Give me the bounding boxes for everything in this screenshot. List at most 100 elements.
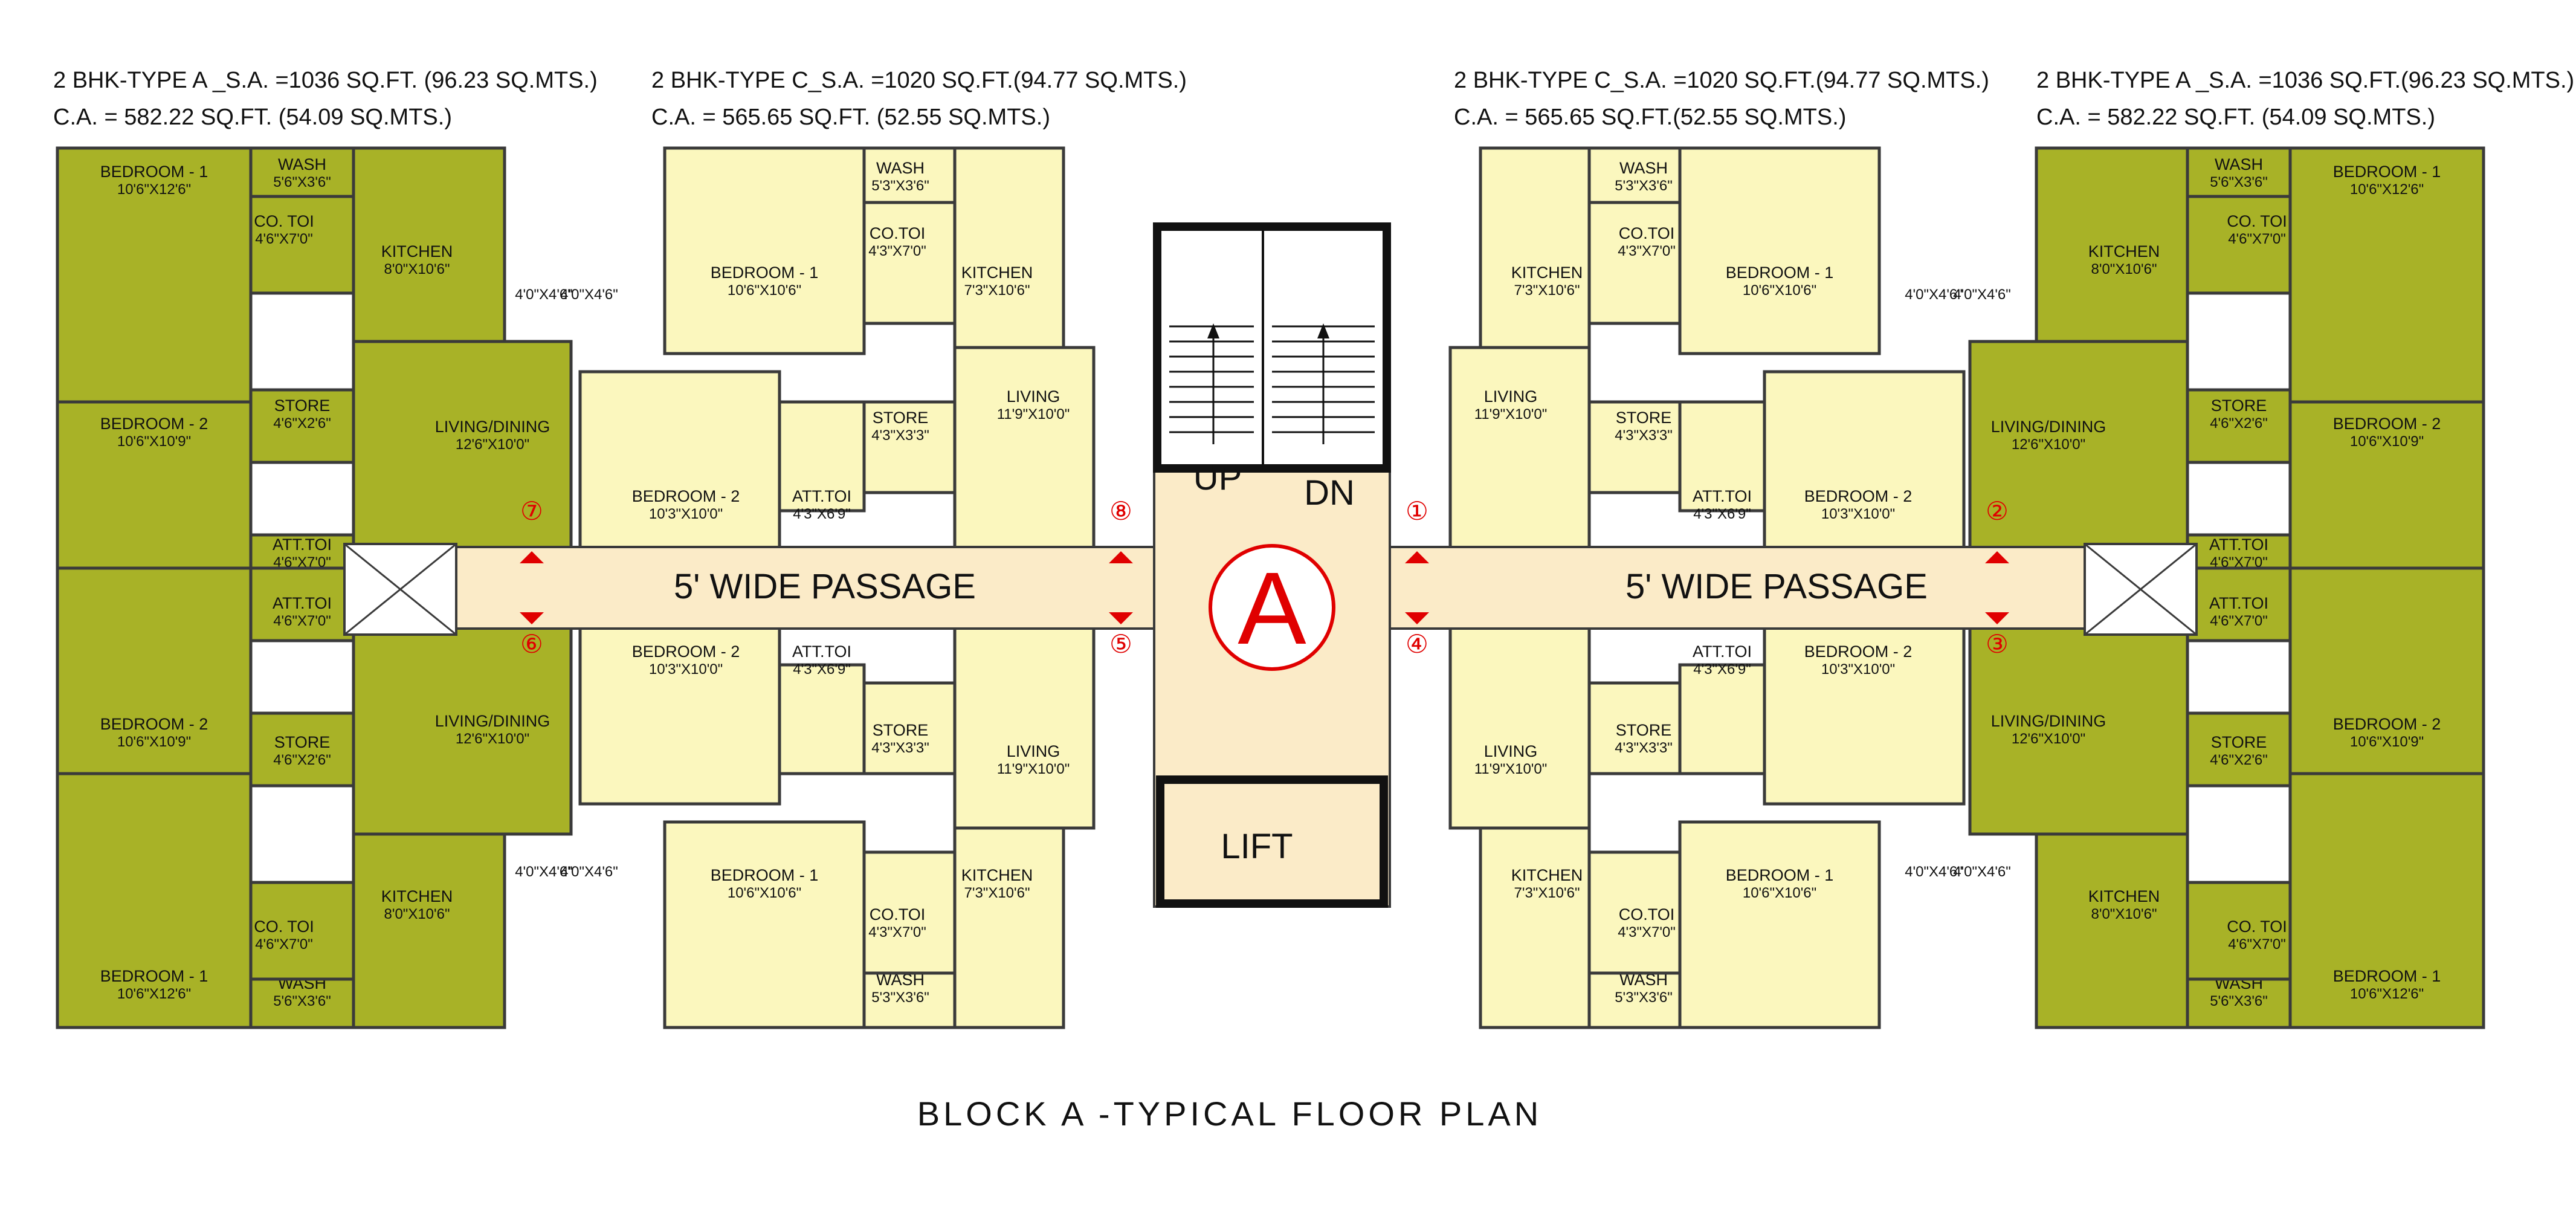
room-dim-living: 12'6"X10'0" xyxy=(2012,436,2085,453)
room-dim-atttoi: 4'3"X6'9" xyxy=(1693,661,1751,678)
room-dim-cotoi: 4'3"X7'0" xyxy=(868,924,926,940)
room-dim-bed2: 10'3"X10'0" xyxy=(649,506,723,522)
room-label-living: LIVING/DINING xyxy=(435,712,550,730)
header-1-line2: C.A. = 582.22 SQ.FT. (54.09 SQ.MTS.) xyxy=(53,105,452,130)
room-label-bed2: BEDROOM - 2 xyxy=(2333,715,2441,733)
room-atttoi xyxy=(778,400,866,513)
room-label-bed1: BEDROOM - 1 xyxy=(2333,967,2441,985)
stair-dn-label: DN xyxy=(1304,473,1355,513)
room-label-atttoi: ATT.TOI xyxy=(792,642,851,661)
room-label-kitchen: KITCHEN xyxy=(961,866,1033,884)
room-label-atttoi: ATT.TOI xyxy=(1693,487,1752,505)
room-cotoi xyxy=(249,195,355,295)
room-label-bed2: BEDROOM - 2 xyxy=(632,642,740,661)
flat-number-4: ② xyxy=(1986,497,2009,525)
lift-label: LIFT xyxy=(1221,827,1293,866)
room-dim-bed1: 10'6"X10'6" xyxy=(728,885,801,901)
entry-arrow xyxy=(1985,551,2009,563)
room-bed1 xyxy=(1678,146,1881,355)
room-atttoi xyxy=(1678,663,1766,775)
room-dim-cotoi: 4'6"X7'0" xyxy=(255,936,313,953)
header-2-line2: C.A. = 565.65 SQ.FT. (52.55 SQ.MTS.) xyxy=(651,105,1050,130)
room-label-store: STORE xyxy=(873,409,929,427)
room-dim-bed1: 10'6"X12'6" xyxy=(117,181,191,198)
room-label-cotoi: CO. TOI xyxy=(2227,212,2287,230)
header-3-line1: 2 BHK-TYPE C_S.A. =1020 SQ.FT.(94.77 SQ.… xyxy=(1454,68,1989,93)
room-dim-cotoi: 4'3"X7'0" xyxy=(868,243,926,259)
room-label-wash: WASH xyxy=(876,159,925,177)
room-wash xyxy=(249,977,355,1029)
room-dim-store: 4'6"X2'6" xyxy=(2210,415,2268,432)
room-label-bed2: BEDROOM - 2 xyxy=(1804,642,1913,661)
room-label-living: LIVING xyxy=(1007,387,1060,406)
room-label-bed1: BEDROOM - 1 xyxy=(100,967,208,985)
room-dim-bed2: 10'3"X10'0" xyxy=(1821,506,1895,522)
room-dim-atttoi: 4'3"X6'9" xyxy=(793,506,851,522)
header-3-line2: C.A. = 565.65 SQ.FT.(52.55 SQ.MTS.) xyxy=(1454,105,1846,130)
balcony-dim: 4'0"X4'6" xyxy=(1905,286,1963,303)
entry-arrow xyxy=(520,551,544,563)
room-dim-bed2: 10'6"X10'9" xyxy=(117,433,191,450)
room-dim-atttoi: 4'6"X7'0" xyxy=(273,613,331,629)
room-label-bed1: BEDROOM - 1 xyxy=(1726,264,1834,282)
room-label-atttoi: ATT.TOI xyxy=(2209,536,2268,554)
room-label-kitchen: KITCHEN xyxy=(2088,242,2160,260)
room-label-cotoi: CO. TOI xyxy=(2227,917,2287,936)
balcony-dim: 4'0"X4'6" xyxy=(1905,864,1963,880)
unit-5: BEDROOM - 110'6"X10'6"WASH5'3"X3'6"CO.TO… xyxy=(515,603,1096,1029)
room-store xyxy=(249,388,355,464)
room-bed1 xyxy=(56,772,253,1029)
core: UP DN LIFT A 5' WIDE PASSAGE 5' WIDE PAS… xyxy=(343,222,2198,908)
room-label-bed1: BEDROOM - 1 xyxy=(100,163,208,181)
room-dim-store: 4'3"X3'3" xyxy=(1615,427,1673,444)
room-label-atttoi: ATT.TOI xyxy=(273,594,332,612)
room-dim-wash: 5'6"X3'6" xyxy=(273,174,331,190)
room-label-kitchen: KITCHEN xyxy=(2088,887,2160,905)
flat-number-7: ④ xyxy=(1406,630,1428,658)
room-dim-bed1: 10'6"X12'6" xyxy=(2350,986,2424,1002)
room-label-bed1: BEDROOM - 1 xyxy=(2333,163,2441,181)
room-dim-bed1: 10'6"X10'6" xyxy=(1743,885,1816,901)
room-kitchen xyxy=(352,146,506,343)
room-label-living: LIVING/DINING xyxy=(1991,418,2106,436)
room-bed2 xyxy=(56,566,253,775)
header-4-line2: C.A. = 582.22 SQ.FT. (54.09 SQ.MTS.) xyxy=(2036,105,2435,130)
room-label-cotoi: CO. TOI xyxy=(254,212,314,230)
entry-arrow xyxy=(520,612,544,624)
room-label-store: STORE xyxy=(873,721,929,739)
room-bed1 xyxy=(1678,820,1881,1029)
room-dim-bed2: 10'6"X10'9" xyxy=(2350,433,2424,450)
room-dim-store: 4'6"X2'6" xyxy=(273,752,331,768)
unit-4: BEDROOM - 110'6"X10'6"WASH5'3"X3'6"CO.TO… xyxy=(1448,603,2011,1029)
room-kitchen xyxy=(953,826,1065,1029)
room-kitchen xyxy=(2035,832,2189,1029)
room-dim-kitchen: 8'0"X10'6" xyxy=(384,906,450,922)
room-dim-wash: 5'6"X3'6" xyxy=(273,993,331,1009)
room-bed2 xyxy=(578,603,781,806)
room-label-wash: WASH xyxy=(2215,155,2263,173)
room-bed1 xyxy=(663,820,866,1029)
room-label-living: LIVING xyxy=(1007,742,1060,760)
stair-steps xyxy=(1169,323,1375,444)
room-dim-wash: 5'3"X3'6" xyxy=(871,178,929,194)
room-label-atttoi: ATT.TOI xyxy=(792,487,851,505)
room-label-living: LIVING/DINING xyxy=(435,418,550,436)
room-label-store: STORE xyxy=(2211,733,2267,751)
flat-number-3: ① xyxy=(1406,497,1428,525)
room-dim-living: 12'6"X10'0" xyxy=(456,436,529,453)
room-label-wash: WASH xyxy=(278,155,326,173)
entry-arrow xyxy=(1985,612,2009,624)
room-dim-kitchen: 8'0"X10'6" xyxy=(2091,906,2157,922)
room-dim-store: 4'6"X2'6" xyxy=(273,415,331,432)
entry-arrow xyxy=(1109,612,1133,624)
room-dim-living: 11'9"X10'0" xyxy=(997,406,1070,422)
room-store xyxy=(2186,388,2292,464)
room-label-kitchen: KITCHEN xyxy=(1511,264,1583,282)
balcony-dim: 4'0"X4'6" xyxy=(1953,286,2011,303)
room-label-cotoi: CO. TOI xyxy=(254,917,314,936)
room-kitchen xyxy=(1479,146,1591,349)
balcony-dim: 4'0"X4'6" xyxy=(560,864,618,880)
